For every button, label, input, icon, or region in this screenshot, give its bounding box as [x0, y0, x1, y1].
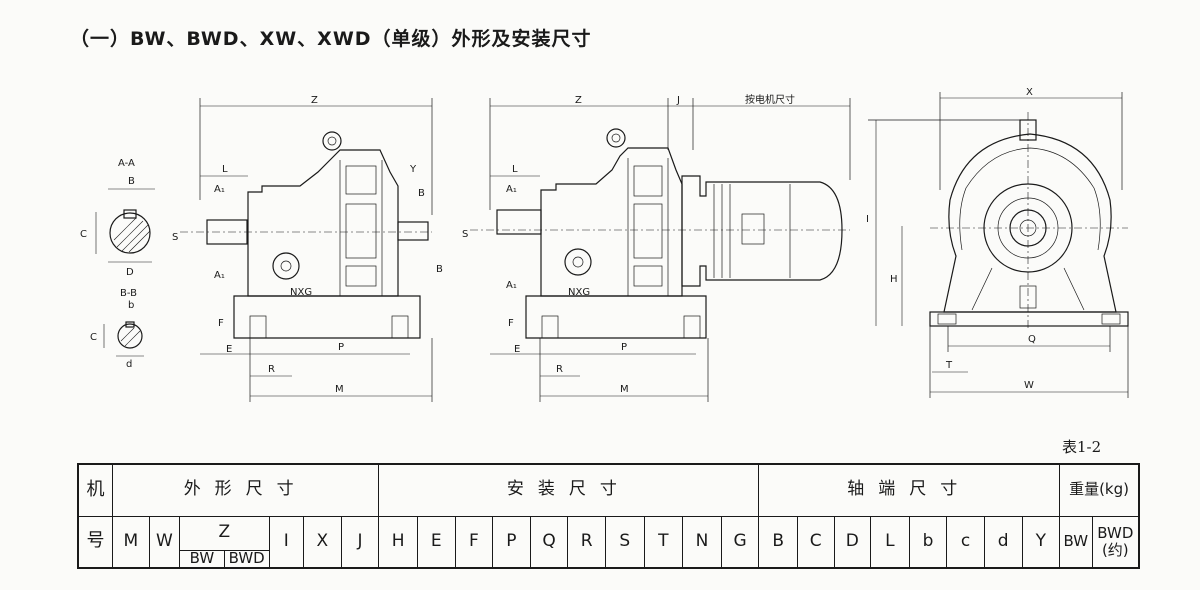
col-c-small: c — [946, 515, 985, 569]
table-header-row: 机 外形尺寸 安装尺寸 轴端尺寸 重量(kg) — [77, 463, 1140, 517]
col-h: H — [378, 515, 418, 569]
col-d-small: d — [983, 515, 1023, 569]
col-t: T — [643, 515, 684, 569]
label-l-front: L — [222, 164, 228, 175]
col-z-label: Z — [218, 522, 231, 543]
label-z-motor: Z — [575, 95, 582, 106]
label-j-motor: J — [676, 95, 680, 106]
label-a1-front: A₁ — [214, 184, 225, 195]
label-section-bb: B-B — [120, 288, 137, 299]
col-b-small: b — [908, 515, 948, 569]
front-view-bw: Z L A₁ S NXG A₁ Y B B F E — [172, 95, 443, 402]
col-y: Y — [1021, 515, 1061, 569]
label-b-front-bot: B — [436, 264, 443, 275]
label-e-motor: E — [514, 344, 520, 355]
col-l: L — [870, 515, 910, 569]
col-w: W — [148, 515, 181, 569]
label-f-motor: F — [508, 318, 514, 329]
label-b-bb: b — [128, 300, 134, 311]
spec-table: 机 外形尺寸 安装尺寸 轴端尺寸 重量(kg) 号 M W Z BW BWD I… — [77, 463, 1140, 569]
technical-drawings: A-A B C D B-B b C d Z L A₁ — [80, 87, 1129, 402]
front-view-bwd: Z J 按电机尺寸 L A₁ S NXG A₁ F E P — [462, 93, 851, 402]
label-a1b-motor: A₁ — [506, 280, 517, 291]
label-s-front: S — [172, 232, 178, 243]
label-r-motor: R — [556, 364, 563, 375]
label-d-aa: D — [126, 267, 134, 278]
group-install: 安装尺寸 — [378, 463, 760, 517]
label-section-aa: A-A — [118, 158, 135, 169]
label-nxg-motor: NXG — [568, 287, 590, 298]
label-y-front: Y — [409, 164, 417, 175]
model-label-bottom: 号 — [77, 515, 114, 569]
col-i: I — [268, 515, 305, 569]
label-c-bb: C — [90, 332, 97, 343]
col-g: G — [720, 515, 760, 569]
label-q-side: Q — [1028, 334, 1036, 345]
col-p: P — [492, 515, 531, 569]
label-a1b-front: A₁ — [214, 270, 225, 281]
col-r: R — [567, 515, 606, 569]
label-h-side: H — [890, 274, 898, 285]
col-b: B — [758, 515, 798, 569]
label-p-motor: P — [621, 342, 627, 353]
col-n: N — [682, 515, 722, 569]
col-weight-bwd: BWD (约) — [1091, 515, 1140, 569]
label-i-side: I — [866, 214, 869, 225]
section-bb-view: B-B b C d — [90, 288, 144, 370]
group-shaft: 轴端尺寸 — [758, 463, 1061, 517]
table-column-row: 号 M W Z BW BWD I X J H E F P Q R S T N G… — [77, 515, 1140, 569]
label-d-bb: d — [126, 359, 132, 370]
label-w-side: W — [1024, 380, 1034, 391]
label-t-side: T — [945, 360, 953, 371]
col-d: D — [833, 515, 872, 569]
label-p-front: P — [338, 342, 344, 353]
col-m: M — [112, 515, 150, 569]
col-j: J — [340, 515, 380, 569]
section-aa-view: A-A B C D — [80, 158, 155, 278]
page-title: （一）BW、BWD、XW、XWD（单级）外形及安装尺寸 — [70, 28, 592, 50]
label-l-motor: L — [512, 164, 518, 175]
table-caption: 表1-2 — [1062, 438, 1102, 456]
col-z-bwd: BWD — [223, 550, 269, 567]
label-a1-motor: A₁ — [506, 184, 517, 195]
col-s: S — [604, 515, 645, 569]
model-label-top: 机 — [77, 463, 114, 517]
label-r-front: R — [268, 364, 275, 375]
col-x: X — [303, 515, 342, 569]
col-f: F — [454, 515, 494, 569]
label-m-motor: M — [620, 384, 629, 395]
label-s-motor: S — [462, 229, 468, 240]
col-weight-approx: (约) — [1101, 540, 1129, 559]
col-weight-bwd-label: BWD — [1097, 524, 1134, 543]
col-e: E — [416, 515, 456, 569]
group-weight: 重量(kg) — [1059, 463, 1140, 517]
label-m-front: M — [335, 384, 344, 395]
col-z-bw: BW — [189, 549, 215, 568]
label-c-aa: C — [80, 229, 87, 240]
side-view: X I H Q T W — [866, 87, 1129, 398]
label-e-front: E — [226, 344, 232, 355]
group-outline: 外形尺寸 — [112, 463, 380, 517]
label-nxg-front: NXG — [290, 287, 312, 298]
col-z: Z BW BWD — [179, 515, 270, 569]
label-b-aa: B — [128, 176, 135, 187]
label-f-front: F — [218, 318, 224, 329]
label-z-front: Z — [311, 95, 318, 106]
label-motor-dim: 按电机尺寸 — [745, 93, 795, 106]
label-x-side: X — [1026, 87, 1033, 98]
label-b-front-top: B — [418, 188, 425, 199]
col-q: Q — [529, 515, 569, 569]
col-weight-bw: BW — [1059, 515, 1093, 569]
col-c: C — [796, 515, 835, 569]
